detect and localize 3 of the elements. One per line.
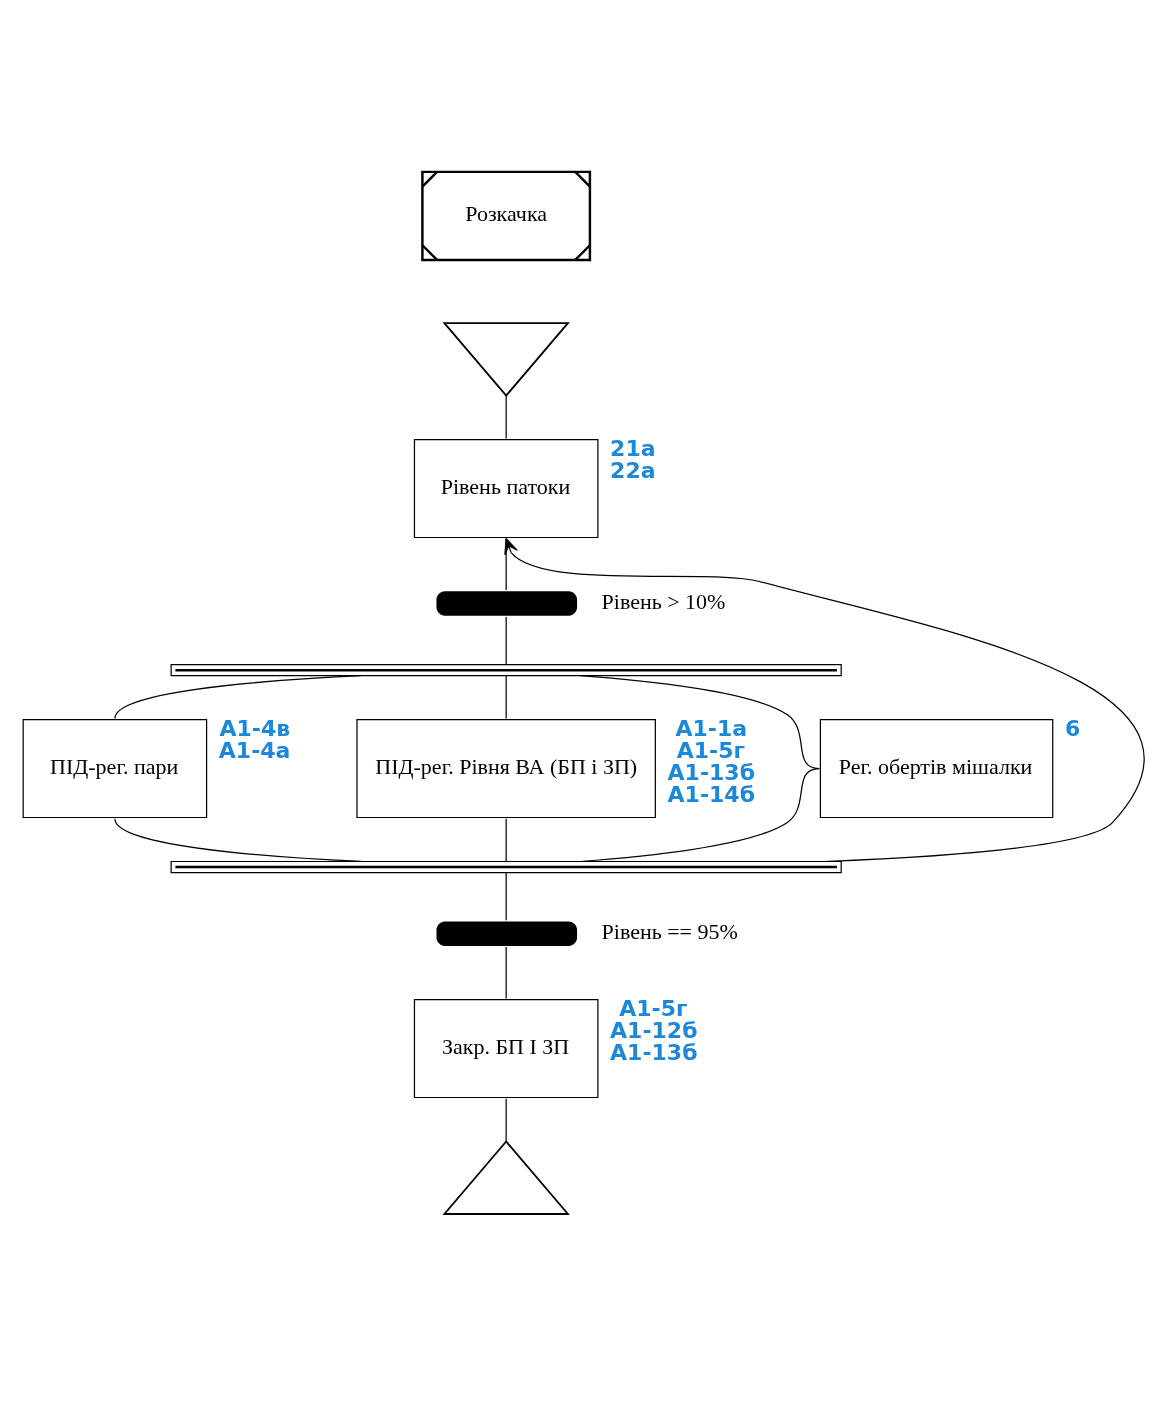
node-label: 6 — [1064, 715, 1081, 741]
node-label: Рівень > 10% — [601, 588, 726, 614]
node-label: Рівень == 95% — [601, 918, 738, 944]
